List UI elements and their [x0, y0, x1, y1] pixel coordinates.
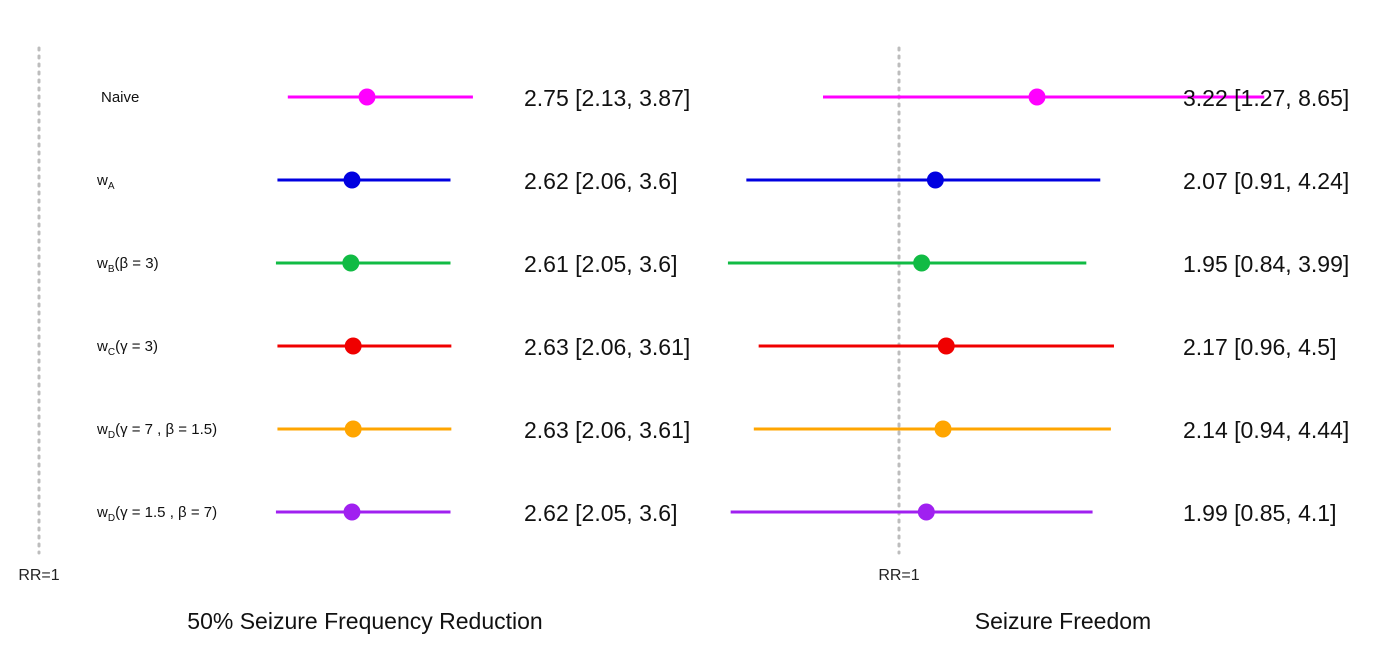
panel-seizure-frequency: RR=1 2.75 [2.13, 3.87] 2.62 [2.06, 3.6] 2.6… [18, 46, 690, 634]
estimate-label: 2.62 [2.05, 3.6] [524, 500, 677, 526]
point-estimate [917, 503, 935, 521]
row-label: wC(γ = 3) [96, 338, 158, 358]
estimate-label: 2.63 [2.06, 3.61] [524, 334, 690, 360]
point-estimate [926, 171, 944, 189]
estimate-label: 2.61 [2.05, 3.6] [524, 251, 677, 277]
point-estimate [937, 337, 955, 355]
point-estimate [344, 420, 362, 438]
estimate-label: 2.17 [0.96, 4.5] [1183, 334, 1336, 360]
row-label: wA [96, 172, 115, 192]
reference-label: RR=1 [878, 567, 919, 584]
estimate-label: 3.22 [1.27, 8.65] [1183, 85, 1349, 111]
point-estimate [913, 254, 931, 272]
row-label: wD(γ = 7 , β = 1.5) [96, 421, 217, 441]
estimate-label: 2.07 [0.91, 4.24] [1183, 168, 1349, 194]
panel-title: 50% Seizure Frequency Reduction [187, 608, 542, 634]
point-estimate [344, 337, 362, 355]
estimate-label: 2.62 [2.06, 3.6] [524, 168, 677, 194]
row-label: wD(γ = 1.5 , β = 7) [96, 504, 217, 524]
point-estimate [342, 254, 360, 272]
point-estimate [343, 503, 361, 521]
point-estimate [1028, 88, 1046, 106]
point-estimate [358, 88, 376, 106]
point-estimate [934, 420, 952, 438]
estimate-label: 2.75 [2.13, 3.87] [524, 85, 690, 111]
row-label: Naive [101, 89, 139, 106]
point-estimate [343, 171, 361, 189]
estimate-label: 1.99 [0.85, 4.1] [1183, 500, 1336, 526]
panel-seizure-freedom: RR=1 3.22 [1.27, 8.65] 2.07 [0.91, 4.24] 1.… [727, 46, 1349, 634]
row-labels: Naive wA wB(β = 3) wC(γ = 3) wD(γ = 7 , β = … [96, 89, 217, 524]
reference-label: RR=1 [18, 567, 59, 584]
estimate-label: 2.63 [2.06, 3.61] [524, 417, 690, 443]
estimate-label: 1.95 [0.84, 3.99] [1183, 251, 1349, 277]
estimate-label: 2.14 [0.94, 4.44] [1183, 417, 1349, 443]
panel-title: Seizure Freedom [975, 608, 1151, 634]
row-label: wB(β = 3) [96, 255, 159, 275]
